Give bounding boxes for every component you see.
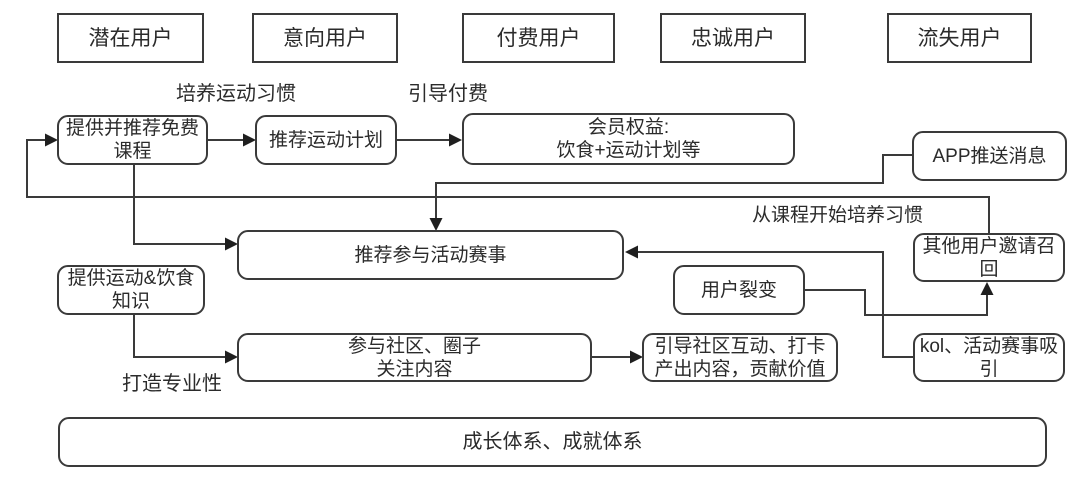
arrowhead-right-icon xyxy=(243,133,256,147)
edge-label-recall-from-course: 从课程开始培养习惯 xyxy=(752,205,924,226)
stage-box-loyal-users: 忠诚用户 xyxy=(660,13,806,63)
node-guide-interaction: 引导社区互动、打卡 产出内容，贡献价值 xyxy=(642,333,838,382)
node-growth-system: 成长体系、成就体系 xyxy=(58,417,1047,467)
node-invite-recall: 其他用户邀请召 回 xyxy=(913,233,1065,282)
stage-box-paying-users: 付费用户 xyxy=(462,13,615,63)
arrowhead-up-icon xyxy=(980,282,994,295)
arrowhead-left-icon xyxy=(625,245,638,259)
arrowhead-right-icon xyxy=(449,133,462,147)
node-user-fission: 用户裂变 xyxy=(673,265,805,315)
node-sport-plan: 推荐运动计划 xyxy=(255,115,397,165)
node-app-push: APP推送消息 xyxy=(912,131,1067,181)
node-sport-diet-knowledge: 提供运动&饮食 知识 xyxy=(57,265,205,315)
edge-app-to-activity xyxy=(435,154,912,219)
edge-knowledge-to-community xyxy=(133,315,226,358)
node-kol-attract: kol、活动赛事吸 引 xyxy=(913,333,1065,382)
arrowhead-right-icon xyxy=(225,350,238,364)
stage-box-potential-users: 潜在用户 xyxy=(57,13,204,63)
stage-box-intent-users: 意向用户 xyxy=(252,13,398,63)
edge-label-cultivate-habit: 培养运动习惯 xyxy=(176,83,296,105)
arrowhead-down-icon xyxy=(429,218,443,231)
edge-kol-to-activity xyxy=(637,251,913,358)
edge-recall-to-free xyxy=(26,139,990,233)
node-member-benefits: 会员权益: 饮食+运动计划等 xyxy=(462,113,795,165)
node-activity-events: 推荐参与活动赛事 xyxy=(237,230,624,280)
edge-label-guide-payment: 引导付费 xyxy=(408,83,488,105)
node-free-course: 提供并推荐免费 课程 xyxy=(57,115,208,165)
arrowhead-right-icon xyxy=(45,133,58,147)
stage-box-churned-users: 流失用户 xyxy=(887,13,1032,63)
node-community-circle: 参与社区、圈子 关注内容 xyxy=(237,333,592,382)
edge-label-build-expertise: 打造专业性 xyxy=(122,373,222,395)
arrowhead-right-icon xyxy=(225,237,238,251)
edge-fission-to-recall xyxy=(805,289,988,316)
arrowhead-right-icon xyxy=(630,350,643,364)
edge-free-to-activity xyxy=(133,165,226,245)
